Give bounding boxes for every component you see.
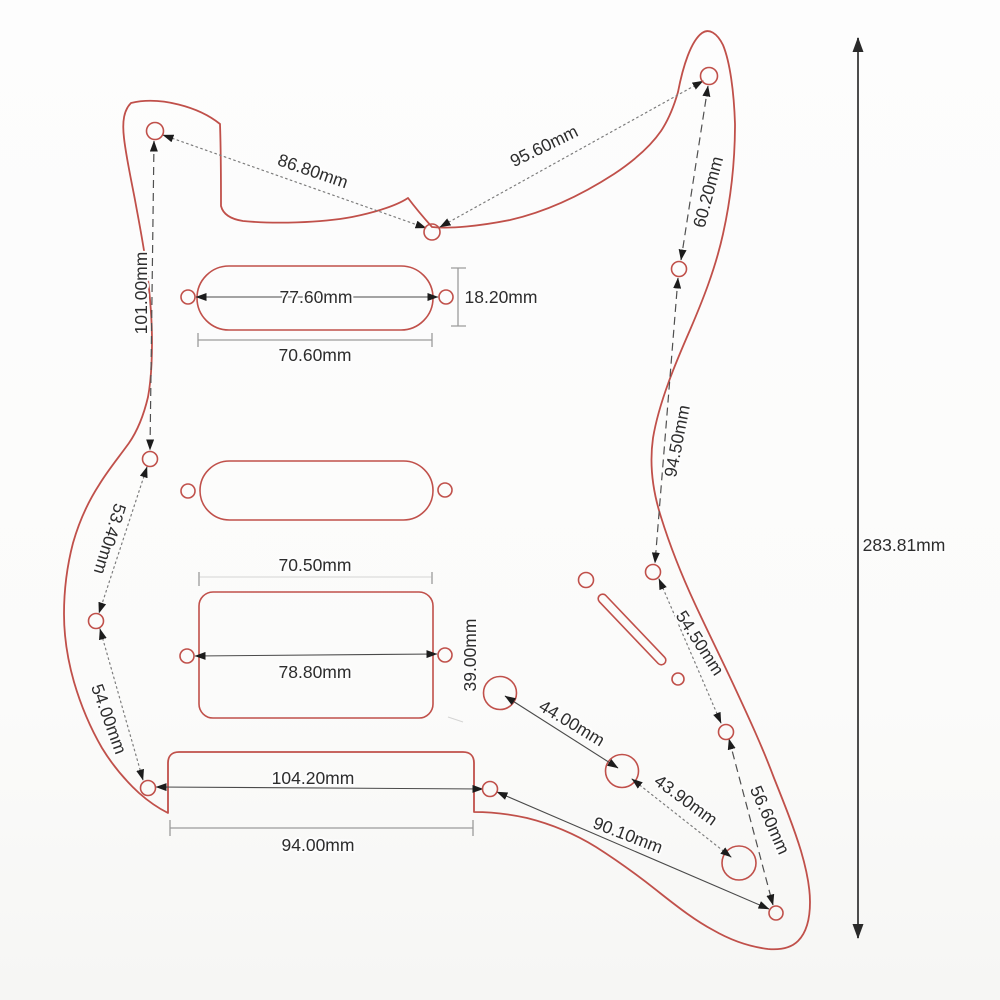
screw-hole-top-left-horn <box>145 121 165 141</box>
dim-line-86-80 <box>162 134 427 229</box>
leader-39-00 <box>447 716 464 723</box>
mounting-screw-holes <box>87 66 784 921</box>
dim-label-18-20: 18.20mm <box>465 287 538 307</box>
pickup-screw-hole <box>180 289 196 305</box>
dim-line-54-50 <box>658 578 722 724</box>
pickup-screw-hole <box>437 482 453 498</box>
dim-line-104-20 <box>155 783 484 793</box>
dim-label-43-90: 43.90mm <box>651 770 722 829</box>
dim-label-94-00: 94.00mm <box>282 835 355 855</box>
dim-label-39-00: 39.00mm <box>460 619 480 692</box>
dim-label-104-20: 104.20mm <box>272 768 355 788</box>
dim-label-54-50: 54.50mm <box>672 607 729 679</box>
bracket-18-20 <box>451 267 466 327</box>
dim-line-54-00 <box>99 628 144 781</box>
dim-line-95-60 <box>439 80 704 228</box>
dim-label-95-60: 95.60mm <box>507 121 581 171</box>
middle-pickup-cutout <box>199 460 434 521</box>
bracket-70-60 <box>197 333 433 347</box>
dim-label-77-60: 77.60mm <box>280 287 353 307</box>
pickup-screw-hole <box>179 648 195 664</box>
dim-label-53-40: 53.40mm <box>90 501 130 577</box>
dim-label-70-50: 70.50mm <box>279 555 352 575</box>
dim-line-90-10 <box>496 791 770 910</box>
dim-line-53-40 <box>98 466 148 614</box>
screw-hole-mid-right <box>644 563 662 581</box>
screw-hole-bottom-left <box>139 779 157 797</box>
screw-hole-left-upper <box>141 450 159 468</box>
dim-label-78-80: 78.80mm <box>279 662 352 682</box>
dim-label-54-00: 54.00mm <box>87 681 131 756</box>
dim-label-60-20: 60.20mm <box>689 154 727 230</box>
pot-hole-tone2 <box>721 845 757 881</box>
screw-hole-upper-right <box>670 260 688 278</box>
bracket-94-00 <box>169 820 474 836</box>
pot-hole-volume <box>482 675 518 711</box>
screw-hole-lower-right <box>717 723 735 741</box>
dimension-lines <box>98 80 775 910</box>
screw-hole-neck-pocket <box>423 223 441 241</box>
bracket-70-50-ticks <box>198 572 433 586</box>
dim-label-70-60: 70.60mm <box>279 345 352 365</box>
dimension-labels: 86.80mm 95.60mm 60.20mm 101.00mm 77.60mm… <box>85 119 947 859</box>
screw-hole-tremolo-right <box>481 780 499 798</box>
pickup-screw-hole <box>437 647 453 663</box>
pot-hole-tone1 <box>604 753 640 789</box>
dim-line-94-50 <box>651 277 682 564</box>
screw-hole-left-lower <box>87 612 105 630</box>
dim-label-101-00: 101.00mm <box>131 252 151 335</box>
dim-line-44-00 <box>504 695 619 769</box>
jack-hole <box>577 571 595 589</box>
dim-label-283-81: 283.81mm <box>863 535 946 555</box>
selector-switch-slot <box>597 593 667 666</box>
pickup-screw-hole <box>438 289 454 305</box>
dim-line-60-20 <box>678 85 711 261</box>
dim-label-86-80: 86.80mm <box>275 150 350 193</box>
screw-hole-bottom-right-tip <box>768 905 784 921</box>
pickup-screw-hole <box>180 483 196 499</box>
dim-label-56-60: 56.60mm <box>746 783 794 858</box>
dim-line-78-80 <box>194 650 438 660</box>
screw-hole-top-right-horn <box>699 66 719 86</box>
dimension-brackets <box>169 267 474 836</box>
switch-screw-hole <box>671 672 685 686</box>
